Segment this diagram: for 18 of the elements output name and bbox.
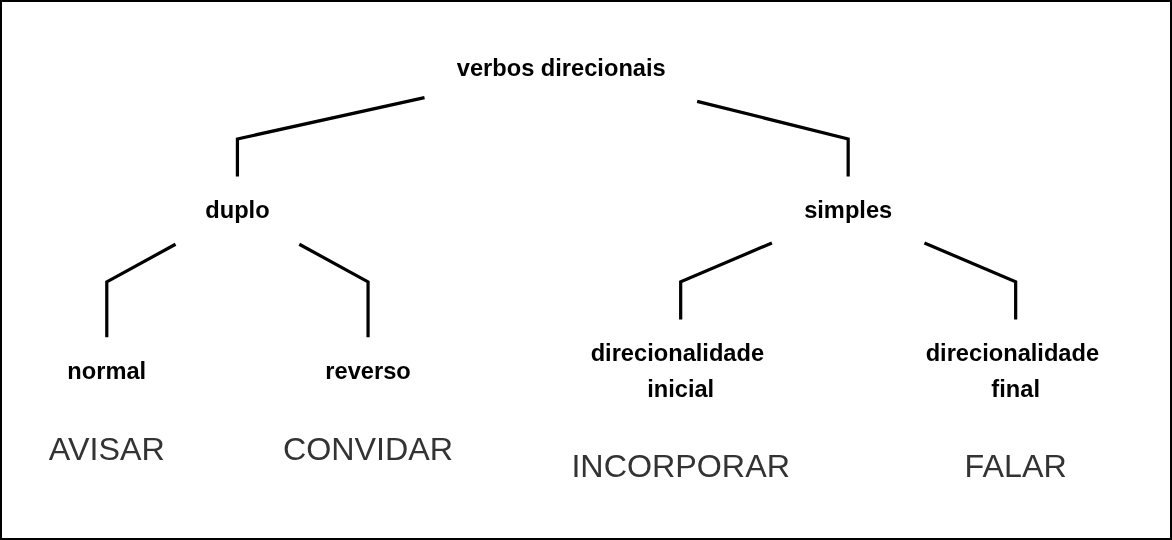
node-label: CONVIDAR: [282, 430, 454, 467]
node-label: AVISAR: [48, 430, 165, 467]
node-text: direcionalidade final: [925, 339, 1100, 403]
node-text: direcionalidade inicial: [590, 339, 765, 403]
node-text: reverso: [325, 357, 411, 385]
node-text: simples: [804, 196, 893, 224]
node-label: INCORPORAR: [571, 448, 790, 484]
connector: [235, 96, 425, 177]
tree-diagram: verbos direcionais duplo simples normal AVISAR reverso CONVIDAR direcionalidade inicial INCORPORAR direcionalidade final FALAR: [8, 24, 1164, 516]
node-label: FALAR: [964, 448, 1067, 484]
connector: [298, 242, 370, 338]
node-text: duplo: [205, 196, 270, 224]
connector: [679, 241, 773, 320]
node-text: verbos direcionais: [456, 53, 666, 81]
connector: [696, 99, 850, 177]
node-text: normal: [67, 357, 147, 385]
connector: [923, 241, 1018, 320]
connector: [105, 242, 177, 338]
